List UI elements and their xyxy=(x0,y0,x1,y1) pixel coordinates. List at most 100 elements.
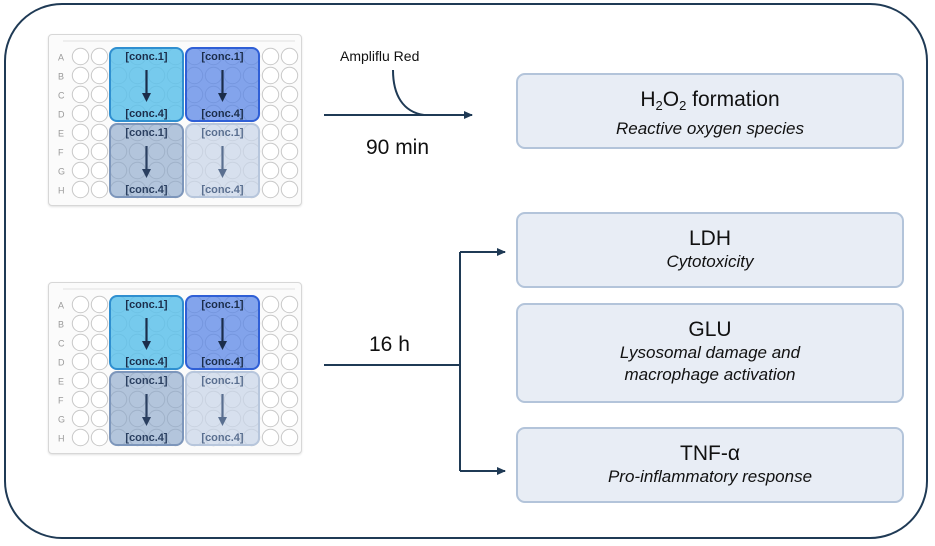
well xyxy=(261,371,280,390)
box-tnf-title: TNF-α xyxy=(680,442,740,465)
dilution-arrow-head xyxy=(218,417,227,426)
box-tnf-alpha: TNF-α Pro-inflammatory response xyxy=(516,427,904,503)
well xyxy=(280,123,299,142)
well xyxy=(261,295,280,314)
well xyxy=(71,295,90,314)
well xyxy=(71,123,90,142)
title-o: O xyxy=(662,88,680,111)
well xyxy=(71,409,90,428)
conc-bottom-label: [conc.4] xyxy=(125,356,168,368)
well xyxy=(90,85,109,104)
dilution-arrow-head xyxy=(142,169,151,178)
box-tnf-subtitle: Pro-inflammatory response xyxy=(607,467,813,486)
well xyxy=(71,428,90,447)
well xyxy=(261,123,280,142)
well-plate-drawing-top: ABCDEFGH[conc.1][conc.4][conc.1][conc.4]… xyxy=(58,40,299,199)
well xyxy=(90,390,109,409)
box-ldh-title: LDH xyxy=(688,227,731,250)
dilution-arrow-head xyxy=(142,417,151,426)
well xyxy=(280,352,299,371)
plate-row-label: C xyxy=(58,339,65,349)
conc-bottom-label: [conc.4] xyxy=(201,184,244,196)
conc-top-label: [conc.1] xyxy=(201,51,244,63)
well xyxy=(71,161,90,180)
plate-row-label: F xyxy=(58,148,64,158)
time-label-90min: 90 min xyxy=(366,136,430,159)
plate-row-label: H xyxy=(58,434,65,444)
box-glu-subtitle-line1: Lysosomal damage and xyxy=(619,343,801,362)
conc-top-label: [conc.1] xyxy=(125,375,168,387)
conc-top-label: [conc.1] xyxy=(125,127,168,139)
outer-frame xyxy=(4,3,928,539)
well xyxy=(261,104,280,123)
reagent-label: Ampliflu Red xyxy=(340,48,420,64)
well xyxy=(280,333,299,352)
plate-row-label: E xyxy=(58,377,64,387)
well xyxy=(280,104,299,123)
title-formation: formation xyxy=(686,88,780,111)
well xyxy=(71,180,90,199)
well xyxy=(261,352,280,371)
plate-row-label: C xyxy=(58,91,65,101)
dilution-arrow-head xyxy=(218,341,227,350)
plate-row-label: H xyxy=(58,186,65,196)
well xyxy=(261,47,280,66)
conc-top-label: [conc.1] xyxy=(125,51,168,63)
well xyxy=(90,180,109,199)
well xyxy=(90,352,109,371)
conc-top-label: [conc.1] xyxy=(201,299,244,311)
well-plate-drawing-bottom: ABCDEFGH[conc.1][conc.4][conc.1][conc.4]… xyxy=(58,288,299,447)
plate-row-label: D xyxy=(58,110,65,120)
box-glu-subtitle-line2: macrophage activation xyxy=(624,365,796,384)
well xyxy=(90,142,109,161)
well xyxy=(261,333,280,352)
plate-row-label: E xyxy=(58,129,64,139)
well xyxy=(90,333,109,352)
title-subscript-2: 2 xyxy=(679,98,687,113)
conc-bottom-label: [conc.4] xyxy=(201,108,244,120)
well xyxy=(280,47,299,66)
well xyxy=(280,314,299,333)
well xyxy=(280,142,299,161)
well xyxy=(261,409,280,428)
well xyxy=(261,161,280,180)
conc-top-label: [conc.1] xyxy=(125,299,168,311)
well xyxy=(90,104,109,123)
box-ldh-subtitle: Cytotoxicity xyxy=(666,252,754,271)
well xyxy=(71,390,90,409)
well xyxy=(280,295,299,314)
conc-bottom-label: [conc.4] xyxy=(125,184,168,196)
well xyxy=(261,428,280,447)
well xyxy=(90,314,109,333)
well xyxy=(261,142,280,161)
well xyxy=(280,66,299,85)
conc-bottom-label: [conc.4] xyxy=(125,432,168,444)
well xyxy=(261,180,280,199)
plate-row-label: B xyxy=(58,320,64,330)
box-h2o2-title: H2O2 formation xyxy=(518,87,902,118)
box-glu: GLU Lysosomal damage and macrophage acti… xyxy=(516,303,904,403)
well xyxy=(71,142,90,161)
well xyxy=(71,66,90,85)
conc-top-label: [conc.1] xyxy=(201,375,244,387)
plate-row-label: G xyxy=(58,167,65,177)
plate-row-label: A xyxy=(58,301,64,311)
conc-top-label: [conc.1] xyxy=(201,127,244,139)
plate-row-label: G xyxy=(58,415,65,425)
well xyxy=(261,66,280,85)
well xyxy=(280,428,299,447)
well xyxy=(71,352,90,371)
well xyxy=(71,371,90,390)
well xyxy=(280,180,299,199)
well xyxy=(90,123,109,142)
well xyxy=(280,390,299,409)
well xyxy=(90,371,109,390)
well xyxy=(71,47,90,66)
well xyxy=(71,314,90,333)
title-subscript-1: 2 xyxy=(655,98,663,113)
conc-bottom-label: [conc.4] xyxy=(201,356,244,368)
well xyxy=(261,390,280,409)
plate-row-label: B xyxy=(58,72,64,82)
box-h2o2-formation: H2O2 formation Reactive oxygen species xyxy=(516,73,904,149)
